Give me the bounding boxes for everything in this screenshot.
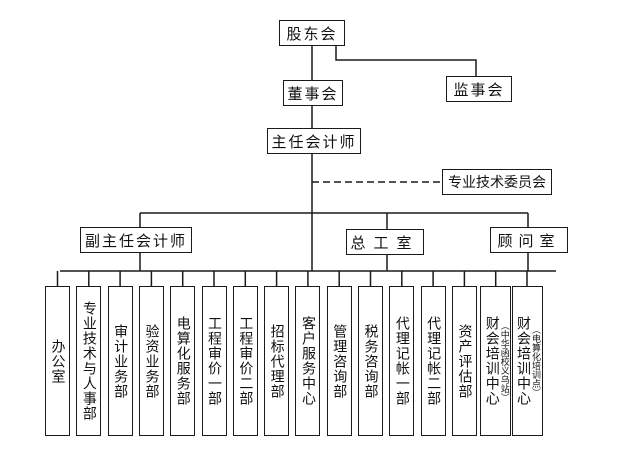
department-box: 税务咨询部 <box>358 286 383 436</box>
department-label: 办公室 <box>49 338 66 384</box>
department-label: 客户服务中心 <box>299 316 316 406</box>
department-box: 代理记帐一部 <box>389 286 415 436</box>
department-label: 专业技术与人事部 <box>80 301 97 421</box>
department-label: 电算化服务部 <box>174 316 191 406</box>
shareholders-box: 股东会 <box>279 20 345 46</box>
department-label: 审计业务部 <box>112 323 129 399</box>
chief-cpa-box: 主任会计师 <box>267 128 361 154</box>
deputy-cpa-label: 副主任会计师 <box>84 231 187 250</box>
department-label: 资产评估部 <box>456 323 473 399</box>
board-box: 董事会 <box>283 80 343 106</box>
deputy-cpa-box: 副主任会计师 <box>80 227 192 253</box>
department-label: 代理记帐二部 <box>425 316 442 406</box>
department-sublabel: （电算化培训点） <box>530 325 541 397</box>
department-box: 专业技术与人事部 <box>76 286 102 436</box>
department-label: 招标代理部 <box>268 323 285 399</box>
department-label: 税务咨询部 <box>362 323 379 399</box>
department-label: 财会培训中心 <box>483 316 500 406</box>
department-label: 验资业务部 <box>143 323 160 399</box>
department-box: 资产评估部 <box>451 286 477 436</box>
department-label: 财会培训中心 <box>515 316 532 406</box>
department-box: 验资业务部 <box>138 286 164 436</box>
advisory-office-box: 顾问室 <box>490 227 568 253</box>
department-box: 管理咨询部 <box>326 286 352 436</box>
department-label: 代理记帐一部 <box>393 316 410 406</box>
tech-committee-box: 专业技术委员会 <box>442 169 552 195</box>
chief-cpa-label: 主任会计师 <box>271 132 357 151</box>
department-box: 工程审价二部 <box>232 286 258 436</box>
department-box: 客户服务中心 <box>295 286 321 436</box>
tech-committee-label: 专业技术委员会 <box>448 175 546 191</box>
department-label: 管理咨询部 <box>331 323 348 399</box>
supervisors-box: 监事会 <box>446 76 512 102</box>
department-box: 财会培训中心（中华函校义乌站） <box>480 286 512 436</box>
supervisors-label: 监事会 <box>453 80 505 99</box>
general-office-box: 总工室 <box>346 229 424 255</box>
board-label: 董事会 <box>287 84 339 103</box>
department-box: 办公室 <box>45 286 70 436</box>
department-box: 电算化服务部 <box>170 286 196 436</box>
department-box: 工程审价一部 <box>201 286 227 436</box>
shareholders-label: 股东会 <box>286 24 338 43</box>
department-box: 审计业务部 <box>107 286 133 436</box>
general-office-label: 总工室 <box>350 233 420 252</box>
department-label: 工程审价一部 <box>206 316 223 406</box>
department-box: 财会培训中心（电算化培训点） <box>511 286 543 436</box>
department-label: 工程审价二部 <box>237 316 254 406</box>
department-box: 代理记帐二部 <box>420 286 446 436</box>
department-sublabel: （中华函校义乌站） <box>498 320 509 402</box>
advisory-office-label: 顾问室 <box>497 231 561 250</box>
department-box: 招标代理部 <box>264 286 290 436</box>
